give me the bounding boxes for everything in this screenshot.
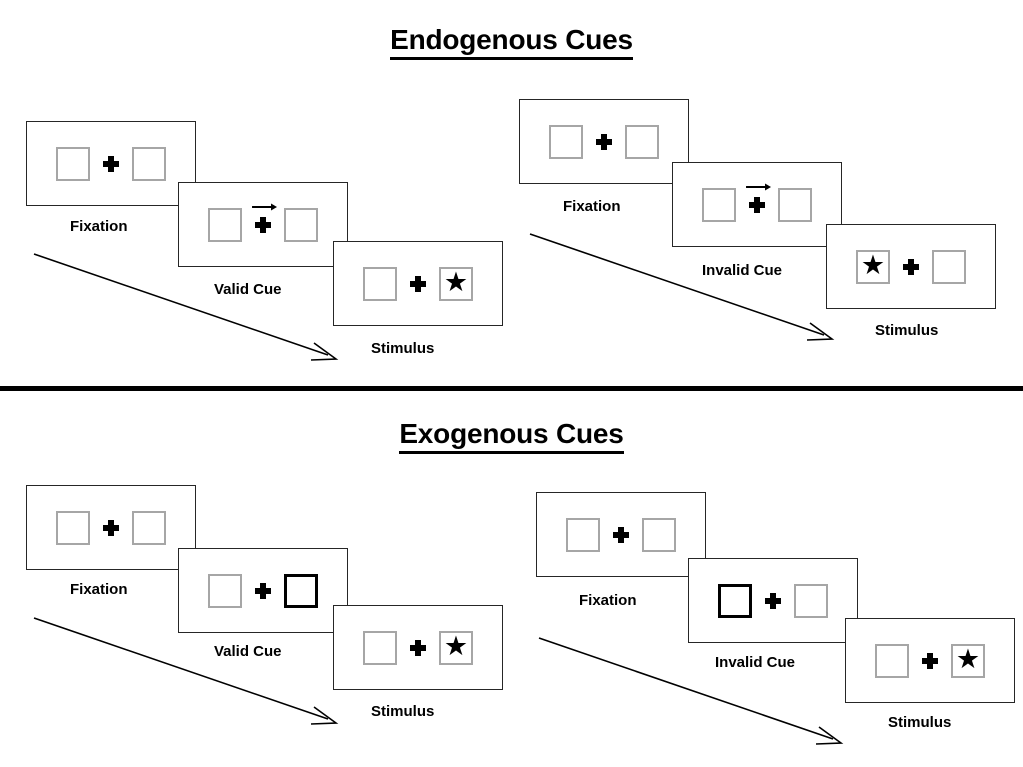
star-icon-right: ★ xyxy=(443,267,469,297)
caption-exogenous-valid-cue: Valid Cue xyxy=(214,643,282,660)
frame-endogenous-invalid-cue xyxy=(672,162,842,247)
placeholder-box-left xyxy=(549,124,583,159)
placeholder-box-left xyxy=(566,517,600,552)
caption-endogenous-invalid-stimulus: Stimulus xyxy=(875,322,939,339)
placeholder-box-left xyxy=(363,266,397,301)
fixation-cross-icon xyxy=(765,592,781,609)
frame-exogenous-invalid-fixation xyxy=(536,492,706,577)
caption-exogenous-invalid-stimulus: Stimulus xyxy=(888,714,952,731)
section-title-exogenous: Exogenous Cues xyxy=(0,418,1023,454)
caption-endogenous-invalid-fixation: Fixation xyxy=(563,198,621,215)
section-title-endogenous-text: Endogenous Cues xyxy=(390,24,633,60)
fixation-cross-icon xyxy=(922,652,938,669)
placeholder-box-right xyxy=(132,146,166,181)
section-divider xyxy=(0,386,1023,391)
caption-endogenous-invalid-cue: Invalid Cue xyxy=(702,262,783,279)
star-icon-right: ★ xyxy=(955,644,981,674)
placeholder-box-left xyxy=(208,207,242,242)
star-icon-left: ★ xyxy=(860,250,886,280)
placeholder-box-left-cued xyxy=(718,583,752,618)
fixation-cross-icon xyxy=(613,526,629,543)
frame-endogenous-invalid-stimulus: ★ xyxy=(826,224,996,309)
placeholder-box-left xyxy=(208,573,242,608)
placeholder-box-right xyxy=(284,207,318,242)
placeholder-box-left xyxy=(875,643,909,678)
frame-endogenous-valid-stimulus: ★ xyxy=(333,241,503,326)
placeholder-box-left: ★ xyxy=(856,249,890,284)
fixation-cross-icon xyxy=(252,203,278,233)
fixation-cross-icon xyxy=(410,275,426,292)
frame-exogenous-invalid-cue xyxy=(688,558,858,643)
fixation-cross-icon xyxy=(103,519,119,536)
section-title-endogenous: Endogenous Cues xyxy=(0,24,1023,60)
caption-endogenous-valid-cue: Valid Cue xyxy=(214,281,282,298)
fixation-cross-icon xyxy=(410,639,426,656)
caption-exogenous-invalid-cue: Invalid Cue xyxy=(715,654,796,671)
caption-exogenous-invalid-fixation: Fixation xyxy=(579,592,637,609)
placeholder-box-right xyxy=(794,583,828,618)
caption-endogenous-valid-stimulus: Stimulus xyxy=(371,340,435,357)
placeholder-box-left xyxy=(363,630,397,665)
frame-exogenous-invalid-stimulus: ★ xyxy=(845,618,1015,703)
frame-exogenous-valid-fixation xyxy=(26,485,196,570)
frame-endogenous-valid-fixation xyxy=(26,121,196,206)
frame-endogenous-invalid-fixation xyxy=(519,99,689,184)
frame-exogenous-valid-stimulus: ★ xyxy=(333,605,503,690)
placeholder-box-right: ★ xyxy=(439,630,473,665)
fixation-cross-icon xyxy=(103,155,119,172)
fixation-cross-icon xyxy=(596,133,612,150)
fixation-cross-icon xyxy=(746,183,772,213)
placeholder-box-right xyxy=(132,510,166,545)
placeholder-box-right xyxy=(778,187,812,222)
star-icon-right: ★ xyxy=(443,631,469,661)
placeholder-box-left xyxy=(56,510,90,545)
frame-endogenous-valid-cue xyxy=(178,182,348,267)
placeholder-box-left xyxy=(56,146,90,181)
placeholder-box-right xyxy=(642,517,676,552)
cue-arrow-right-icon xyxy=(746,183,772,190)
caption-endogenous-valid-fixation: Fixation xyxy=(70,218,128,235)
placeholder-box-right-cued xyxy=(284,573,318,608)
placeholder-box-right xyxy=(932,249,966,284)
caption-exogenous-valid-fixation: Fixation xyxy=(70,581,128,598)
cue-arrow-right-icon xyxy=(252,203,278,210)
frame-exogenous-valid-cue xyxy=(178,548,348,633)
section-title-exogenous-text: Exogenous Cues xyxy=(399,418,624,454)
placeholder-box-right: ★ xyxy=(439,266,473,301)
placeholder-box-right xyxy=(625,124,659,159)
placeholder-box-right: ★ xyxy=(951,643,985,678)
flow-arrow-exogenous-invalid xyxy=(538,637,844,745)
caption-exogenous-valid-stimulus: Stimulus xyxy=(371,703,435,720)
fixation-cross-icon xyxy=(903,258,919,275)
fixation-cross-icon xyxy=(255,582,271,599)
placeholder-box-left xyxy=(702,187,736,222)
